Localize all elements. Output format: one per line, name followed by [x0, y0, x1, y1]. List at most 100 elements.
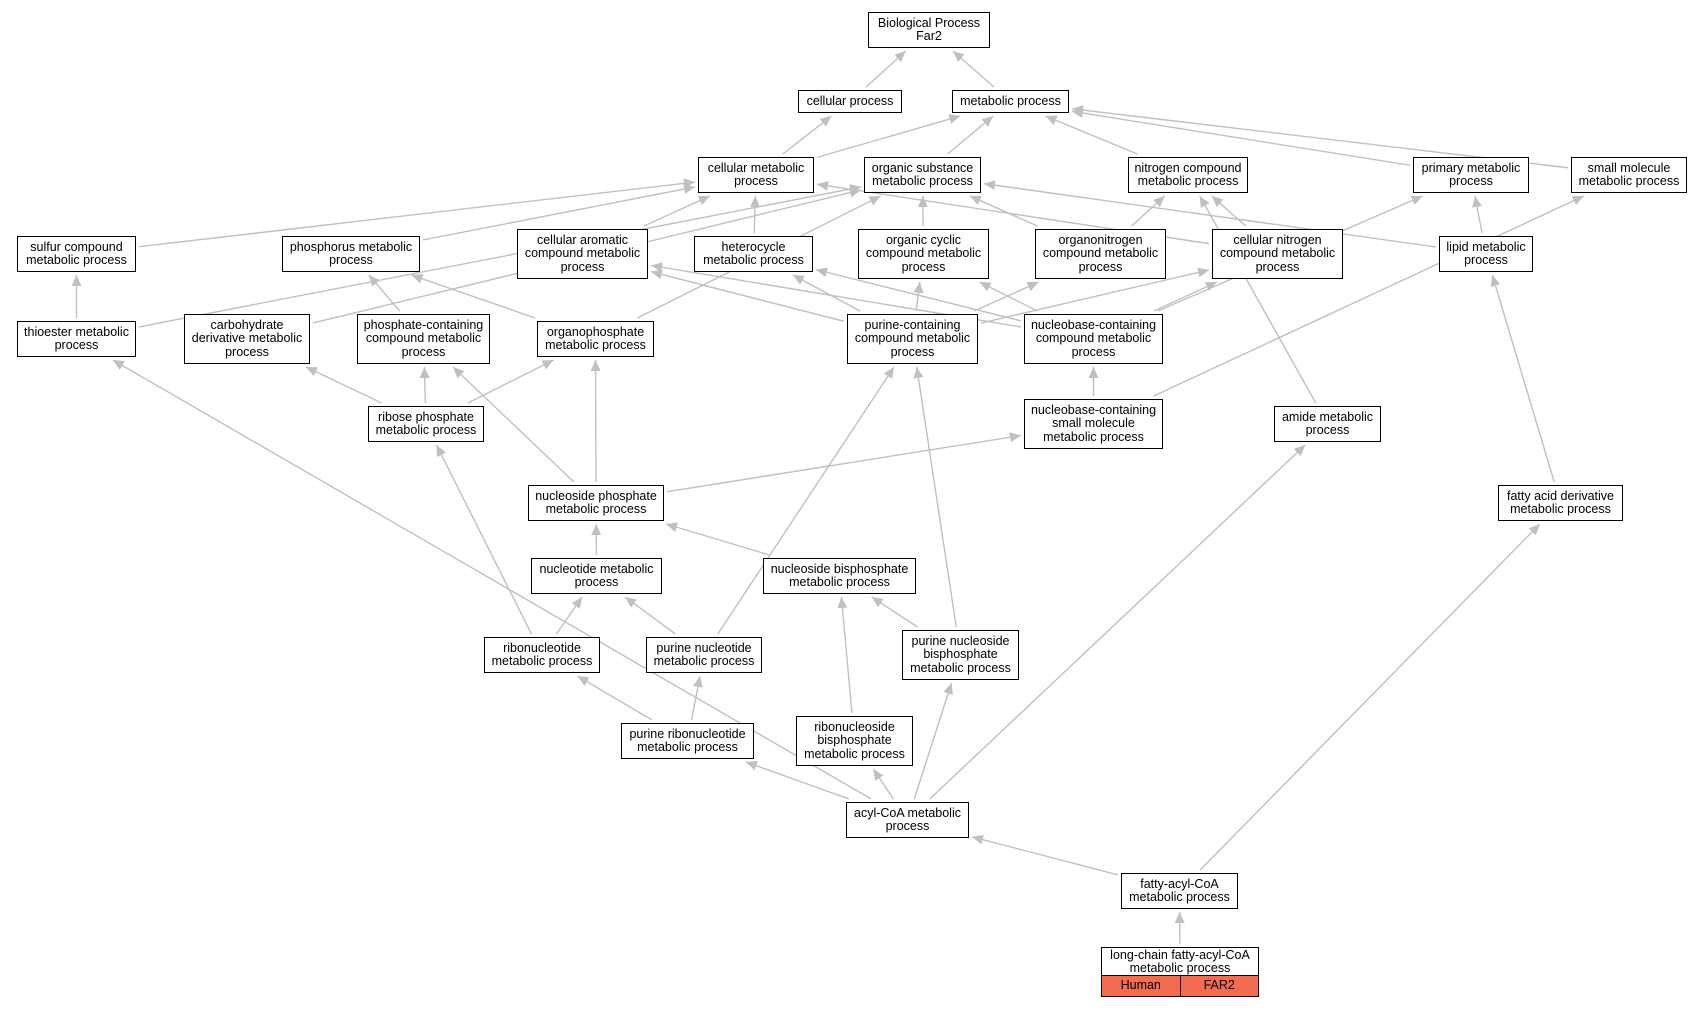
- node-label-line: bisphosphate: [923, 647, 998, 662]
- edge-fatty-acyl-coa-to-acyl-coa: [971, 834, 1119, 876]
- edge-organic-substance-to-metabolic-process: [947, 115, 994, 155]
- node-label-line: organophosphate: [546, 324, 645, 339]
- edge-cellular-metabolic-to-metabolic-process: [816, 114, 961, 159]
- node-label-line: thioester metabolic: [24, 324, 129, 339]
- node-label-line: process: [1464, 253, 1508, 267]
- node-label-line: metabolic process: [872, 174, 973, 188]
- node-label-line: compound metabolic: [854, 331, 971, 346]
- edge-acyl-coa-to-ribonucleoside-bis: [872, 768, 894, 800]
- node-label-line: organonitrogen: [1058, 232, 1143, 247]
- node-label-line: nucleobase-containing: [1030, 402, 1157, 417]
- edge-nucleoside-phosphate-to-phosphate-containing: [452, 366, 575, 483]
- node-label-line: metabolic process: [545, 502, 647, 516]
- node-label-line: purine nucleotide: [656, 640, 752, 655]
- node-label-line: metabolic process: [1578, 174, 1680, 188]
- node-label-line: metabolic process: [637, 740, 738, 754]
- node-label-line: long-chain fatty-acyl-CoA: [1110, 947, 1250, 962]
- edge-nucleobase-containing-to-organic-cyclic: [979, 281, 1038, 312]
- node-label-line: metabolic process: [1137, 174, 1239, 188]
- edge-cellular-process-to-root: [865, 50, 907, 88]
- edge-phosphate-containing-to-phosphorus-metabolic: [368, 274, 401, 312]
- annotation-gene: FAR2: [1179, 976, 1258, 997]
- edge-metabolic-process-to-root: [952, 50, 995, 88]
- node-label-line: sulfur compound: [30, 239, 123, 254]
- node-label-line: metabolic process: [703, 253, 804, 267]
- edge-ribose-phosphate-to-organophosphate: [467, 359, 554, 404]
- node-cellular-process[interactable]: cellular process: [798, 90, 902, 113]
- node-label-line: primary metabolic: [1421, 160, 1521, 175]
- node-label-line: process: [901, 259, 946, 274]
- edge-nucleoside-bisphosphate-to-nucleoside-phosphate: [665, 522, 770, 556]
- node-label-line: metabolic process: [375, 423, 477, 437]
- node-label-line: derivative metabolic: [191, 331, 303, 346]
- edge-primary-metabolic-to-metabolic-process: [1071, 108, 1411, 166]
- edge-lipid-metabolic-to-primary-metabolic: [1472, 195, 1483, 234]
- edge-nucleobase-containing-to-cellular-nitrogen: [1153, 281, 1218, 312]
- node-label-line: compound metabolic: [1042, 246, 1159, 261]
- edge-ribonucleotide-to-nucleotide-metabolic: [555, 596, 583, 635]
- edge-organonitrogen-to-nitrogen-compound: [1131, 195, 1166, 227]
- node-label-line: phosphate-containing: [363, 317, 484, 332]
- node-label-line: process: [54, 338, 99, 352]
- node-label-line: ribonucleoside: [814, 719, 895, 734]
- edge-acyl-coa-to-purine-ribonucleotide: [745, 761, 850, 800]
- node-metabolic-process[interactable]: metabolic process: [952, 90, 1069, 113]
- node-label-line: process: [1255, 259, 1300, 274]
- node-label-line: metabolic process: [545, 338, 646, 352]
- node-label-line: lipid metabolic: [1446, 239, 1526, 254]
- node-label-line: metabolic process: [26, 253, 127, 267]
- node-label-line: process: [1305, 423, 1350, 437]
- edge-ribose-phosphate-to-phosphate-containing: [419, 366, 430, 404]
- node-label-line: metabolic process: [1510, 502, 1611, 516]
- edge-heterocycle-to-cellular-metabolic: [749, 195, 760, 234]
- edge-layer: [71, 50, 1585, 945]
- edge-purine-nucleoside-bis-to-nucleoside-bisphosphate: [871, 596, 918, 628]
- edge-nucleobase-containing-to-heterocycle: [815, 267, 1022, 322]
- node-label-line: process: [734, 174, 778, 188]
- node-label-line: metabolic process: [653, 654, 755, 668]
- edge-cellular-metabolic-to-cellular-process: [782, 115, 832, 155]
- node-label-line: phosphorus metabolic: [289, 239, 413, 254]
- edge-cellular-nitrogen-to-nitrogen-compound: [1211, 195, 1247, 227]
- node-label-line: metabolic process: [804, 746, 905, 761]
- node-label-line: cellular nitrogen: [1233, 232, 1322, 247]
- edge-organophosphate-to-phosphorus-metabolic: [411, 273, 536, 319]
- edge-acyl-coa-to-purine-nucleoside-bis: [913, 682, 953, 800]
- edge-fatty-acyl-coa-to-fatty-acid-derivative: [1199, 523, 1541, 871]
